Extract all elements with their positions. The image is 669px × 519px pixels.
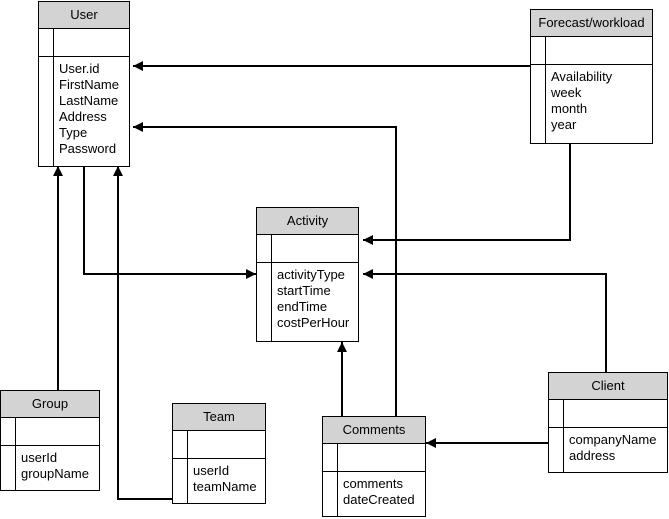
activity-attribute: activityType <box>277 267 345 282</box>
forecast-attribute: Availability <box>551 69 613 84</box>
activity-attribute: startTime <box>277 283 331 298</box>
team-class[interactable]: Team userId teamName <box>172 403 266 504</box>
activity-attribute: endTime <box>277 299 328 314</box>
forecast-attribute: year <box>551 117 577 132</box>
client-class[interactable]: Client companyName address <box>548 372 668 473</box>
activity-attribute: costPerHour <box>277 315 350 330</box>
comments-methods-section <box>323 444 425 472</box>
client-attribute: address <box>569 448 616 463</box>
link-team-to-user <box>113 166 172 500</box>
comments-attribute: comments <box>343 476 403 491</box>
team-attributes-section: userId teamName <box>173 459 265 504</box>
group-methods-section <box>1 418 99 446</box>
client-class-title: Client <box>549 373 667 400</box>
link-comments-to-user <box>133 122 397 416</box>
client-attributes-section: companyName address <box>549 428 667 473</box>
comments-attribute: dateCreated <box>343 492 415 507</box>
team-attribute: teamName <box>193 479 257 494</box>
group-attributes-section: userId groupName <box>1 446 99 491</box>
user-attribute: Password <box>59 141 117 156</box>
activity-class[interactable]: Activity activityType startTime endTime … <box>256 207 359 342</box>
client-attribute: companyName <box>569 432 657 447</box>
user-attribute: FirstName <box>59 77 119 92</box>
team-attribute: userId <box>193 463 230 478</box>
user-class-title: User <box>39 2 129 29</box>
user-attribute: Type <box>59 125 88 140</box>
team-methods-section <box>173 431 265 459</box>
forecast-attribute: month <box>551 101 588 116</box>
user-attribute: LastName <box>59 93 119 108</box>
user-methods-section <box>39 29 129 57</box>
user-attribute: Address <box>59 109 107 124</box>
link-forecast-to-activity <box>363 144 571 245</box>
forecast-attribute: week <box>551 85 582 100</box>
activity-attributes-section: activityType startTime endTime costPerHo… <box>257 263 358 342</box>
forecast-workload-class-title: Forecast/workload <box>531 10 652 37</box>
user-attribute: User.id <box>59 61 100 76</box>
forecast-workload-class[interactable]: Forecast/workload Availability week mont… <box>530 9 653 144</box>
activity-class-title: Activity <box>257 208 358 235</box>
group-class-title: Group <box>1 391 99 418</box>
client-methods-section <box>549 400 667 428</box>
activity-methods-section <box>257 235 358 263</box>
group-attribute: groupName <box>21 466 89 481</box>
comments-class-title: Comments <box>323 417 425 444</box>
group-attribute: userId <box>21 450 58 465</box>
link-user-to-activity <box>83 166 256 279</box>
comments-attributes-section: comments dateCreated <box>323 472 425 517</box>
link-client-to-activity <box>363 269 607 372</box>
comments-class[interactable]: Comments comments dateCreated <box>322 416 426 517</box>
team-class-title: Team <box>173 404 265 431</box>
forecast-attributes-section: Availability week month year <box>531 65 652 144</box>
user-class[interactable]: User User.id FirstName LastName Address … <box>38 1 130 167</box>
user-attributes-section: User.id FirstName LastName Address Type … <box>39 57 129 167</box>
group-class[interactable]: Group userId groupName <box>0 390 100 491</box>
forecast-methods-section <box>531 37 652 65</box>
